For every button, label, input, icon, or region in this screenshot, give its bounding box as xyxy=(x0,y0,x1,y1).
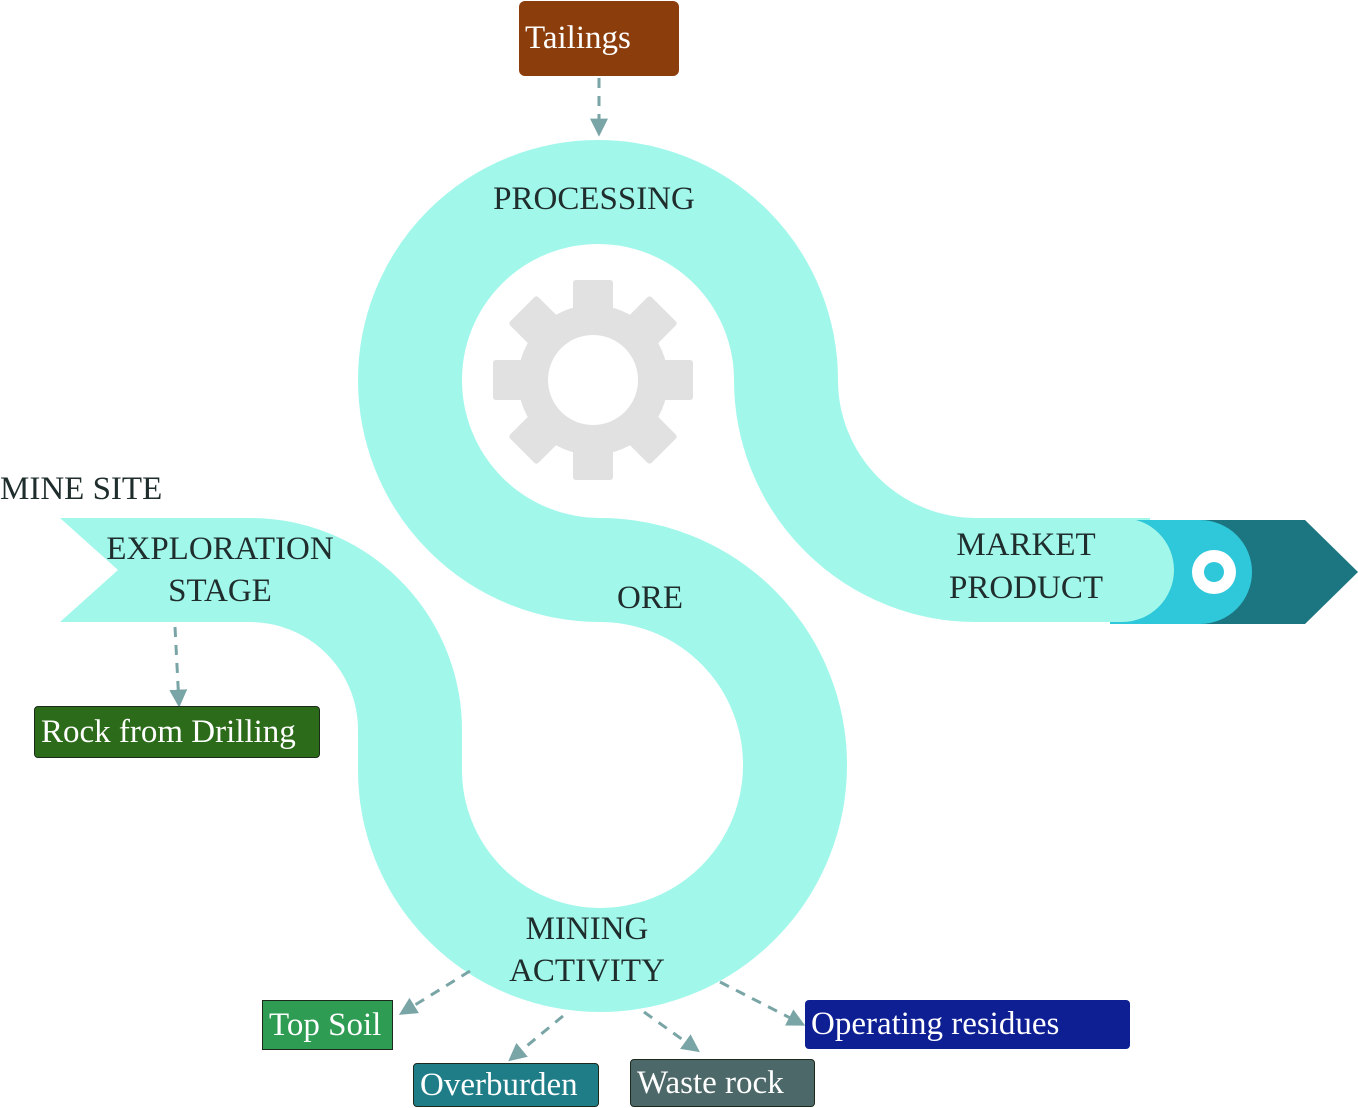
gear-icon xyxy=(493,280,693,480)
overburden-connector xyxy=(508,1014,564,1062)
waste-rock-box: Waste rock xyxy=(630,1059,815,1107)
market-label: MARKET xyxy=(956,527,1096,563)
exploration-banner xyxy=(60,518,252,622)
mining-label: MINING xyxy=(525,911,649,947)
top-soil-connector xyxy=(398,969,471,1015)
product-label: PRODUCT xyxy=(948,570,1104,606)
tailings-box: Tailings xyxy=(519,1,679,76)
market-arrow-tail xyxy=(976,518,1174,622)
top-soil-box: Top Soil xyxy=(262,1000,393,1050)
rock-from-drilling-box: Rock from Drilling xyxy=(34,706,320,758)
stage-label: STAGE xyxy=(168,573,272,609)
operating-residues-box: Operating residues xyxy=(805,1000,1130,1049)
operating-residues-connector xyxy=(719,980,806,1026)
exploration-label: EXPLORATION xyxy=(106,531,334,567)
winding-path xyxy=(248,140,1150,1013)
waste-rock-connector xyxy=(643,1010,700,1053)
overburden-box: Overburden xyxy=(413,1063,599,1107)
ore-label: ORE xyxy=(617,580,683,616)
activity-label: ACTIVITY xyxy=(509,953,665,989)
mine-site-label: MINE SITE xyxy=(0,471,163,507)
drilling-connector xyxy=(169,626,188,708)
processing-label: PROCESSING xyxy=(493,181,695,217)
target-icon xyxy=(1192,550,1236,594)
